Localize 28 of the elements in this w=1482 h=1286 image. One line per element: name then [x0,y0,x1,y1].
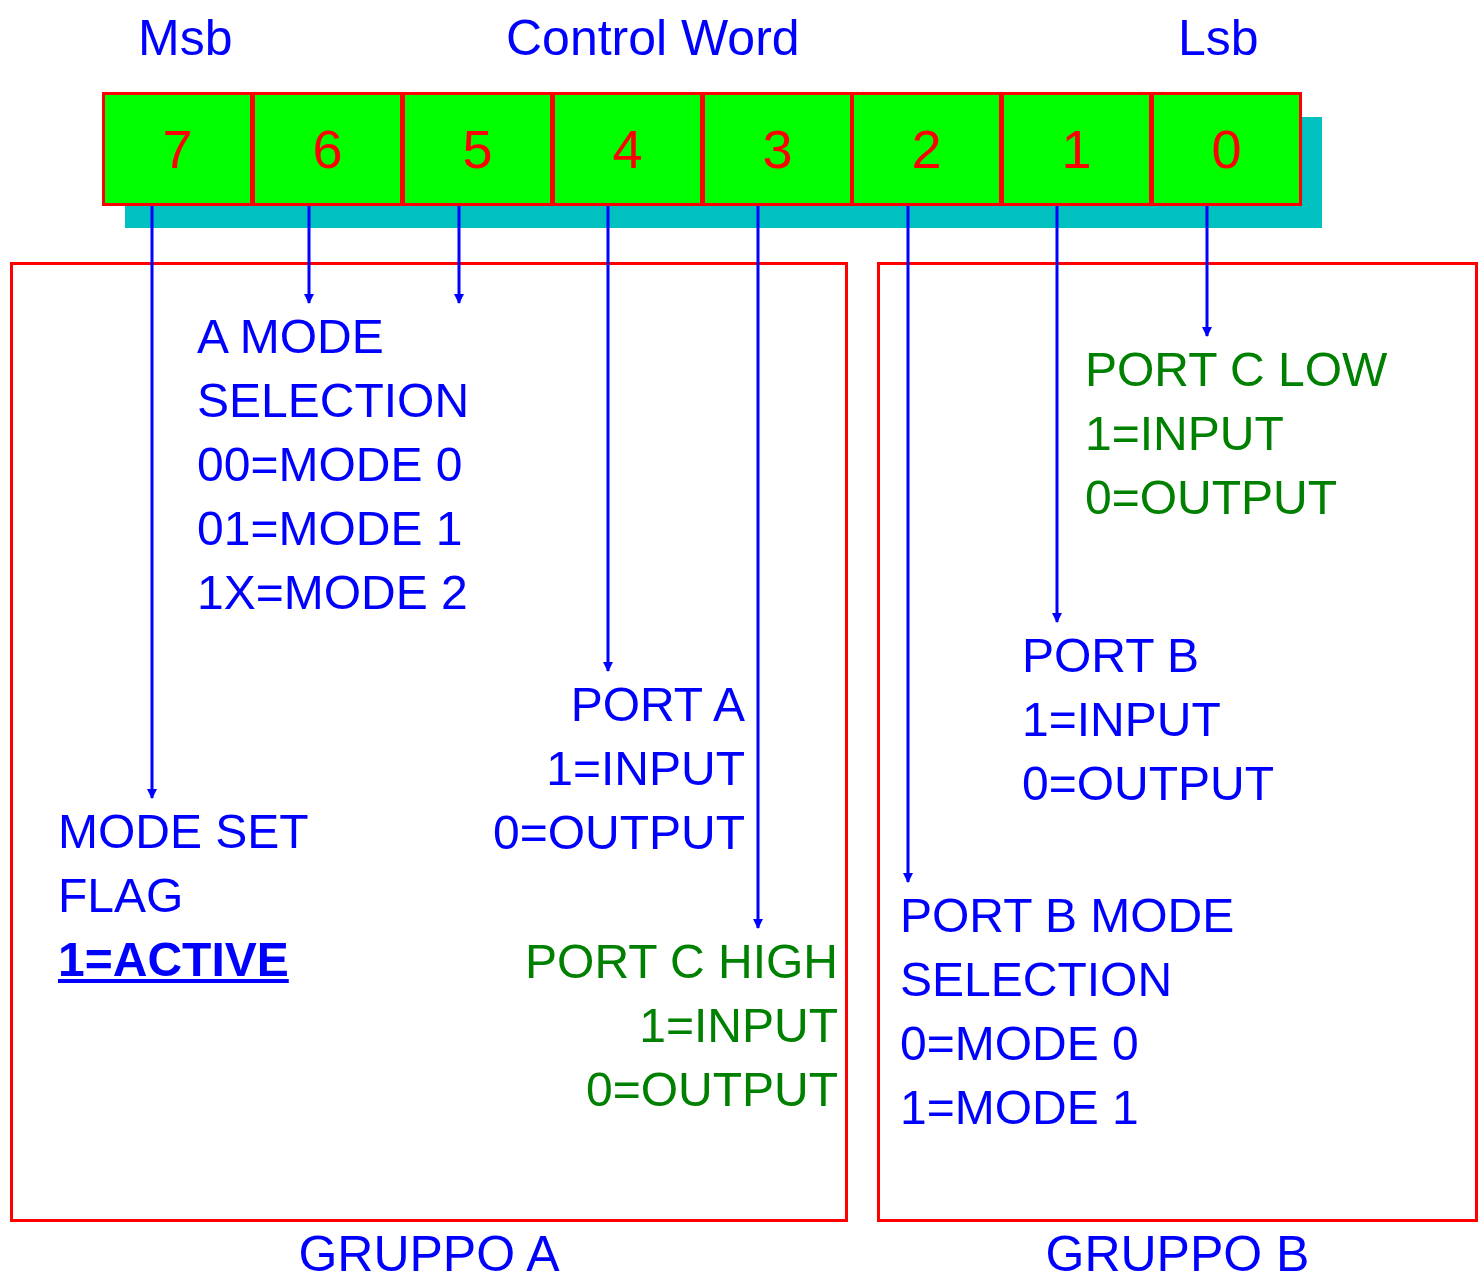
bit-cell: 5 [402,92,553,206]
bit-order-label: Lsb [1178,10,1259,66]
group-heading: GRUPPO A [297,1226,561,1282]
arrow [603,206,613,672]
annotation-text: PORT A 1=INPUT 0=OUTPUT [460,673,745,865]
annotation-text: PORT C LOW 1=INPUT 0=OUTPUT [1085,338,1455,530]
bit-cell: 0 [1151,92,1302,206]
arrow [304,206,314,304]
bit-order-label: Msb [138,10,233,66]
annotation-text: MODE SET FLAG 1=ACTIVE [58,800,348,992]
bit-cell: 1 [1001,92,1152,206]
arrow [454,206,464,304]
bit-cell: 4 [552,92,703,206]
bit-cell: 2 [851,92,1002,206]
annotation-text: PORT B MODE SELECTION 0=MODE 0 1=MODE 1 [900,884,1280,1140]
title: Control Word [506,10,800,66]
arrow [753,206,763,929]
bit-cell: 3 [702,92,853,206]
annotation-text: A MODE SELECTION 00=MODE 0 01=MODE 1 1X=MODE 2 [197,305,497,625]
bit-cell: 7 [102,92,253,206]
arrow [903,206,913,883]
bit-cell: 6 [252,92,403,206]
arrow [1202,206,1212,337]
annotation-text: PORT C HIGH 1=INPUT 0=OUTPUT [480,930,838,1122]
annotation-text: PORT B 1=INPUT 0=OUTPUT [1022,624,1352,816]
arrow [147,206,157,799]
arrow [1052,206,1062,623]
group-heading: GRUPPO B [1044,1226,1311,1282]
